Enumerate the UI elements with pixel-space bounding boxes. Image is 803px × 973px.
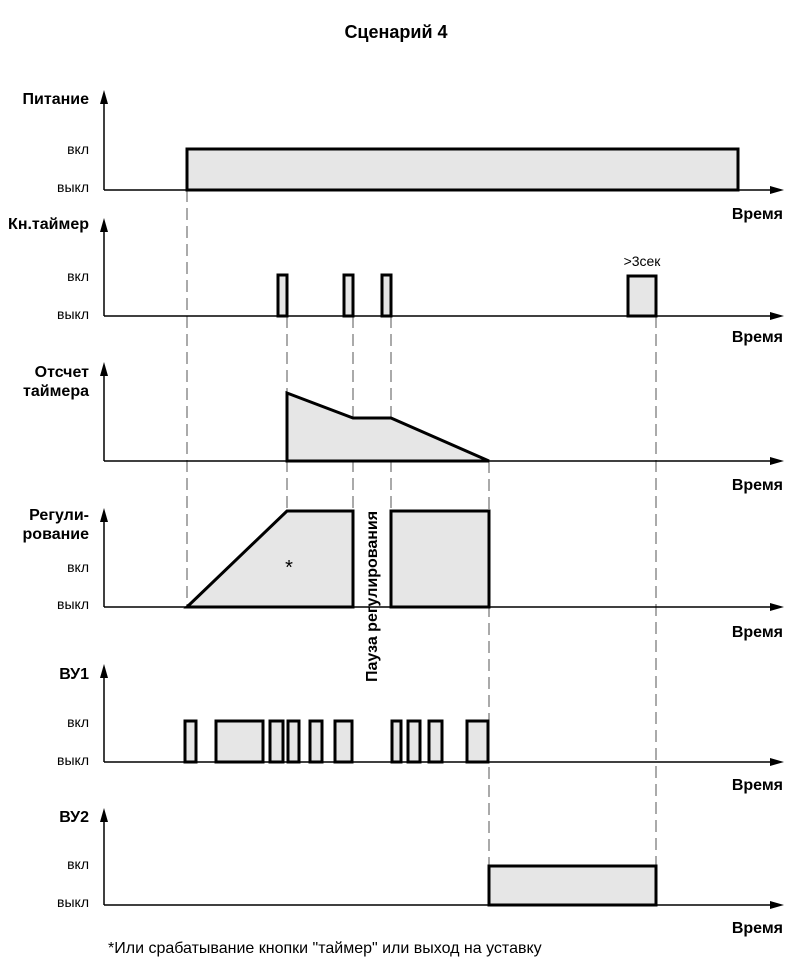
asterisk-mark: * <box>285 557 293 579</box>
on-level-label: вкл <box>67 268 89 284</box>
output-pulse <box>333 719 354 764</box>
on-level-label: вкл <box>67 141 89 157</box>
channel-power: Питание вкл выкл Время <box>23 90 784 223</box>
channel-label-line1: Регули- <box>29 507 89 524</box>
channel-label-line1: Отсчет <box>35 364 90 381</box>
x-axis-arrow <box>770 901 784 909</box>
output-pulse <box>427 719 444 764</box>
time-axis-label: Время <box>732 624 783 641</box>
channel-label: Питание <box>23 91 90 108</box>
output-pulse <box>465 719 490 764</box>
channel-label: ВУ1 <box>59 666 89 683</box>
countdown-waveform <box>285 390 490 463</box>
off-level-label: выкл <box>57 179 89 195</box>
regulation-ramp-waveform <box>183 509 355 609</box>
y-axis-arrow <box>100 218 108 232</box>
output-pulse <box>214 719 265 764</box>
y-axis-arrow <box>100 664 108 678</box>
off-level-label: выкл <box>57 752 89 768</box>
off-level-label: выкл <box>57 306 89 322</box>
channel-label: Кн.таймер <box>8 216 89 233</box>
channel-timer-button: Кн.таймер вкл выкл Время >3сек <box>8 216 784 346</box>
channel-regulation: Регули- рование вкл выкл Время * Пауза р… <box>23 507 784 682</box>
off-level-label: выкл <box>57 596 89 612</box>
output-pulse <box>286 719 301 764</box>
diagram-title: Сценарий 4 <box>344 22 447 42</box>
footnote: *Или срабатывание кнопки "таймер" или вы… <box>108 940 542 957</box>
button-press-pulse <box>342 273 355 318</box>
regulation-resume-waveform <box>389 509 491 609</box>
x-axis-arrow <box>770 457 784 465</box>
x-axis-arrow <box>770 603 784 611</box>
y-axis-arrow <box>100 508 108 522</box>
button-press-pulse <box>380 273 393 318</box>
time-axis-label: Время <box>732 477 783 494</box>
output-pulse <box>308 719 324 764</box>
output-pulse <box>183 719 198 764</box>
channel-output-1: ВУ1 вкл выкл Время <box>57 664 784 794</box>
on-level-label: вкл <box>67 856 89 872</box>
channel-label-line2: таймера <box>23 383 89 400</box>
power-on-pulse <box>185 147 740 192</box>
button-long-press-pulse <box>626 274 658 318</box>
x-axis-arrow <box>770 758 784 766</box>
channel-label: ВУ2 <box>59 809 89 826</box>
on-level-label: вкл <box>67 559 89 575</box>
output-pulse <box>268 719 285 764</box>
channel-timer-countdown: Отсчет таймера Время <box>23 362 784 494</box>
pause-label: Пауза регулирования <box>364 511 381 682</box>
output-on-pulse <box>487 864 658 907</box>
x-axis-arrow <box>770 186 784 194</box>
hold-duration-annotation: >3сек <box>624 253 662 269</box>
channel-output-2: ВУ2 вкл выкл Время <box>57 808 784 937</box>
time-axis-label: Время <box>732 777 783 794</box>
time-axis-label: Время <box>732 920 783 937</box>
y-axis-arrow <box>100 90 108 104</box>
x-axis-arrow <box>770 312 784 320</box>
time-axis-label: Время <box>732 329 783 346</box>
off-level-label: выкл <box>57 894 89 910</box>
button-press-pulse <box>276 273 289 318</box>
output-pulse <box>406 719 422 764</box>
y-axis-arrow <box>100 362 108 376</box>
channel-label-line2: рование <box>23 526 90 543</box>
time-axis-label: Время <box>732 206 783 223</box>
on-level-label: вкл <box>67 714 89 730</box>
output-pulse <box>390 719 403 764</box>
y-axis-arrow <box>100 808 108 822</box>
